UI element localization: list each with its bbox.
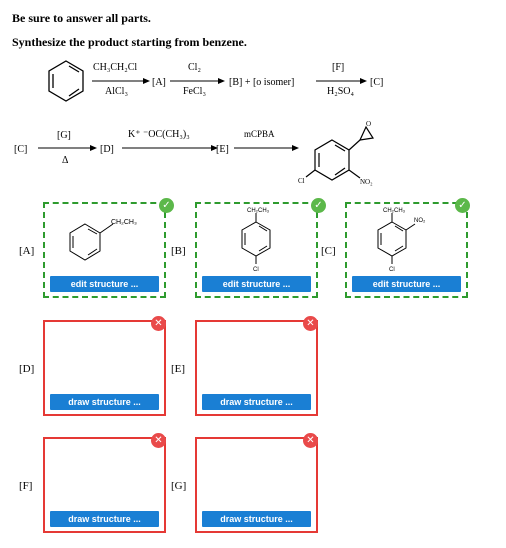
b-substituent-top: CH₂CH₃ [247, 208, 270, 214]
reaction-scheme: CH₃CH₂Cl AlCl₃ [A] Cl₂ FeCl₃ [B] + [o is… [14, 60, 383, 186]
draw-structure-button-e[interactable]: draw structure ... [202, 394, 311, 410]
benzene-structure [48, 60, 84, 102]
checkmark-icon: ✓ [455, 198, 470, 213]
row2-reagent2-top: K⁺ ⁻OC(CH₃)₃ [128, 129, 190, 140]
edit-structure-button-b[interactable]: edit structure ... [202, 276, 311, 292]
x-mark-icon: ✕ [151, 433, 166, 448]
row1-reagent2-bottom: FeCl₃ [183, 86, 206, 97]
final-product-no2: NO₂ [360, 178, 373, 186]
row1-product-a: [A] [152, 77, 166, 88]
label-g: [G] [171, 480, 187, 492]
row2-product-e: [E] [216, 144, 229, 155]
answer-box-b[interactable]: CH₂CH₃ Cl edit structure ... [195, 202, 318, 298]
row1-reagent1-top: CH₃CH₂Cl [93, 62, 137, 73]
label-c: [C] [321, 245, 336, 257]
b-substituent-bottom: Cl [253, 267, 259, 273]
x-mark-icon: ✕ [151, 316, 166, 331]
instruction-synthesize: Synthesize the product starting from ben… [12, 35, 247, 49]
checkmark-icon: ✓ [159, 198, 174, 213]
row2-reagent3-top: mCPBA [244, 129, 275, 139]
instruction-answer-all: Be sure to answer all parts. [12, 11, 151, 25]
answer-box-g[interactable]: draw structure ... [195, 437, 318, 533]
label-e: [E] [171, 363, 186, 375]
answer-box-f[interactable]: draw structure ... [43, 437, 166, 533]
structure-b: CH₂CH₃ Cl [241, 208, 271, 273]
row2-reagent1-bottom: Δ [62, 155, 69, 166]
row2-product-d: [D] [100, 144, 114, 155]
final-product-cl: Cl [298, 177, 305, 185]
final-product-structure [305, 125, 374, 181]
answer-box-e[interactable]: draw structure ... [195, 320, 318, 416]
edit-structure-button-c[interactable]: edit structure ... [352, 276, 461, 292]
draw-structure-button-f[interactable]: draw structure ... [50, 511, 159, 527]
epoxide-oxygen: O [366, 120, 371, 128]
row1-reagent1-bottom: AlCl₃ [105, 86, 128, 97]
answer-box-d[interactable]: draw structure ... [43, 320, 166, 416]
draw-structure-button-g[interactable]: draw structure ... [202, 511, 311, 527]
label-b: [B] [171, 245, 186, 257]
structure-a: CH₂CH₃ [69, 219, 137, 261]
edit-structure-button-a[interactable]: edit structure ... [50, 276, 159, 292]
checkmark-icon: ✓ [311, 198, 326, 213]
row1-reagent2-top: Cl₂ [188, 62, 201, 73]
x-mark-icon: ✕ [303, 433, 318, 448]
c-substituent-side: NO₂ [414, 218, 426, 224]
c-substituent-top: CH₂CH₃ [383, 208, 406, 214]
structure-c: CH₂CH₃ NO₂ Cl [377, 208, 426, 273]
draw-structure-button-d[interactable]: draw structure ... [50, 394, 159, 410]
answer-box-c[interactable]: CH₂CH₃ NO₂ Cl edit structure ... [345, 202, 468, 298]
answer-box-a[interactable]: CH₂CH₃ edit structure ... [43, 202, 166, 298]
a-substituent: CH₂CH₃ [111, 219, 137, 226]
row1-reagent3-bottom: H₂SO₄ [327, 86, 354, 97]
row1-product-c: [C] [370, 77, 383, 88]
label-a: [A] [19, 245, 35, 257]
row2-reagent1-top: [G] [57, 130, 71, 141]
c-substituent-bottom: Cl [389, 267, 395, 273]
row1-product-b: [B] + [o isomer] [229, 77, 294, 88]
x-mark-icon: ✕ [303, 316, 318, 331]
row1-reagent3-top: [F] [332, 62, 344, 73]
row2-start-c: [C] [14, 144, 27, 155]
label-d: [D] [19, 363, 35, 375]
label-f: [F] [19, 480, 33, 492]
